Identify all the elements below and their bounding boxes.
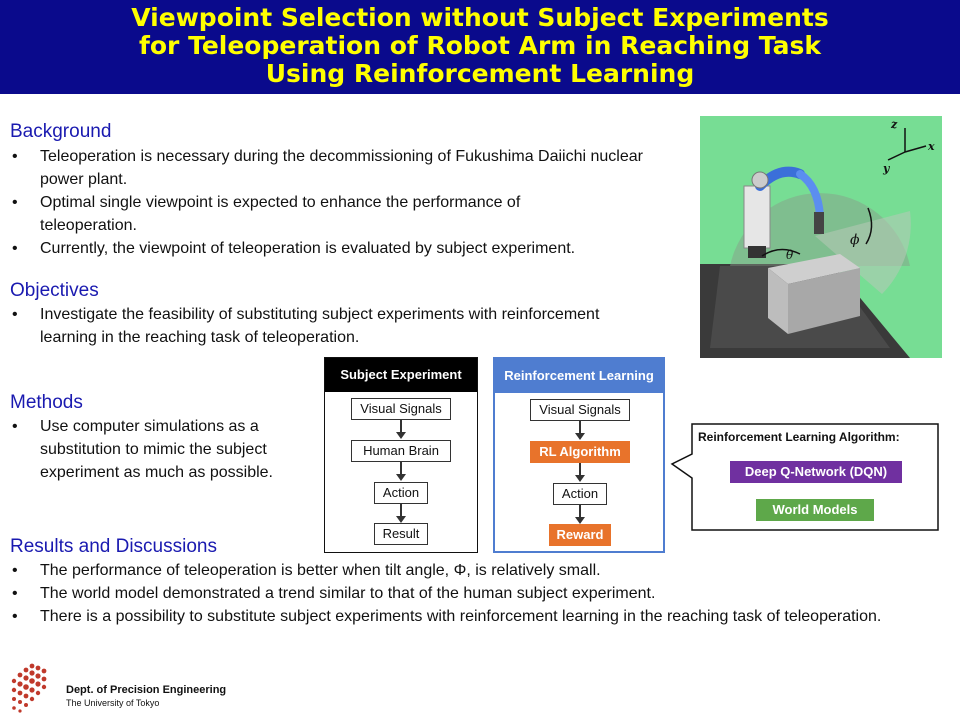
objectives-list: Investigate the feasibility of substitut… xyxy=(10,303,600,349)
algo-world-models: World Models xyxy=(756,499,874,521)
table-top xyxy=(768,254,860,284)
results-bullet-3: There is a possibility to substitute sub… xyxy=(10,605,940,628)
title-line-2: for Teleoperation of Robot Arm in Reachi… xyxy=(139,31,821,60)
subject-node-human-brain: Human Brain xyxy=(351,440,451,462)
table-front xyxy=(788,268,860,334)
results-bullet-2: The world model demonstrated a trend sim… xyxy=(10,582,940,605)
title-banner: Viewpoint Selection without Subject Expe… xyxy=(0,0,960,94)
background-bullet-3: Currently, the viewpoint of teleoperatio… xyxy=(10,237,682,260)
reinforcement-learning-box: Reinforcement Learning Visual Signals RL… xyxy=(493,357,665,553)
phi-arc xyxy=(865,207,873,245)
rl-node-visual-signals: Visual Signals xyxy=(530,399,630,421)
subject-experiment-box: Subject Experiment Visual Signals Human … xyxy=(324,357,478,553)
phi-plane xyxy=(815,211,911,294)
background-bullet-2: Optimal single viewpoint is expected to … xyxy=(10,191,682,237)
results-bullet-1: The performance of teleoperation is bett… xyxy=(10,559,940,582)
title-line-1: Viewpoint Selection without Subject Expe… xyxy=(131,3,829,32)
results-list: The performance of teleoperation is bett… xyxy=(10,559,940,628)
rl-node-action: Action xyxy=(553,483,607,505)
rl-algorithm-heading: Reinforcement Learning Algorithm: xyxy=(698,430,900,444)
x-axis-label: x xyxy=(927,140,935,153)
department-logo: Dept. of Precision Engineering The Unive… xyxy=(4,660,244,716)
simulation-figure: θ ϕ z x y xyxy=(700,116,942,358)
methods-heading: Methods xyxy=(10,392,83,413)
rl-node-reward: Reward xyxy=(549,524,611,546)
phi-label: ϕ xyxy=(850,232,860,248)
logo-dept-name: Dept. of Precision Engineering xyxy=(66,684,227,696)
theta-arc xyxy=(761,248,801,257)
background-list: Teleoperation is necessary during the de… xyxy=(10,145,682,260)
logo-university-name: The University of Tokyo xyxy=(66,698,160,708)
robot-base xyxy=(743,185,771,249)
methods-list: Use computer simulations as a substituti… xyxy=(10,415,315,484)
y-axis-line xyxy=(887,151,906,161)
theta-label: θ xyxy=(786,248,794,262)
title-line-3: Using Reinforcement Learning xyxy=(265,59,695,88)
rl-algorithm-callout: Reinforcement Learning Algorithm: Deep Q… xyxy=(670,420,942,534)
algo-dqn: Deep Q-Network (DQN) xyxy=(730,461,902,483)
objectives-bullet-1: Investigate the feasibility of substitut… xyxy=(10,303,600,349)
reinforcement-learning-header: Reinforcement Learning xyxy=(495,359,663,393)
objectives-heading: Objectives xyxy=(10,280,99,301)
background-heading: Background xyxy=(10,121,112,142)
methods-bullet-1: Use computer simulations as a substituti… xyxy=(10,415,315,484)
x-axis-line xyxy=(904,145,927,153)
subject-node-visual-signals: Visual Signals xyxy=(351,398,451,420)
robot-shoulder xyxy=(751,171,769,189)
y-axis-label: y xyxy=(882,162,891,175)
logo-dots-icon xyxy=(11,663,47,713)
subject-node-action: Action xyxy=(374,482,428,504)
results-heading: Results and Discussions xyxy=(10,536,217,557)
rl-node-rl-algorithm: RL Algorithm xyxy=(530,441,630,463)
robot-forearm xyxy=(796,170,824,220)
robot-foot xyxy=(748,246,766,258)
robot-arm-scene: θ ϕ z x y xyxy=(700,118,935,358)
table-side xyxy=(768,268,788,334)
z-axis-label: z xyxy=(890,118,898,131)
subject-node-result: Result xyxy=(374,523,428,545)
robot-gripper xyxy=(814,212,824,234)
background-bullet-1: Teleoperation is necessary during the de… xyxy=(10,145,682,191)
subject-experiment-header: Subject Experiment xyxy=(325,358,477,392)
